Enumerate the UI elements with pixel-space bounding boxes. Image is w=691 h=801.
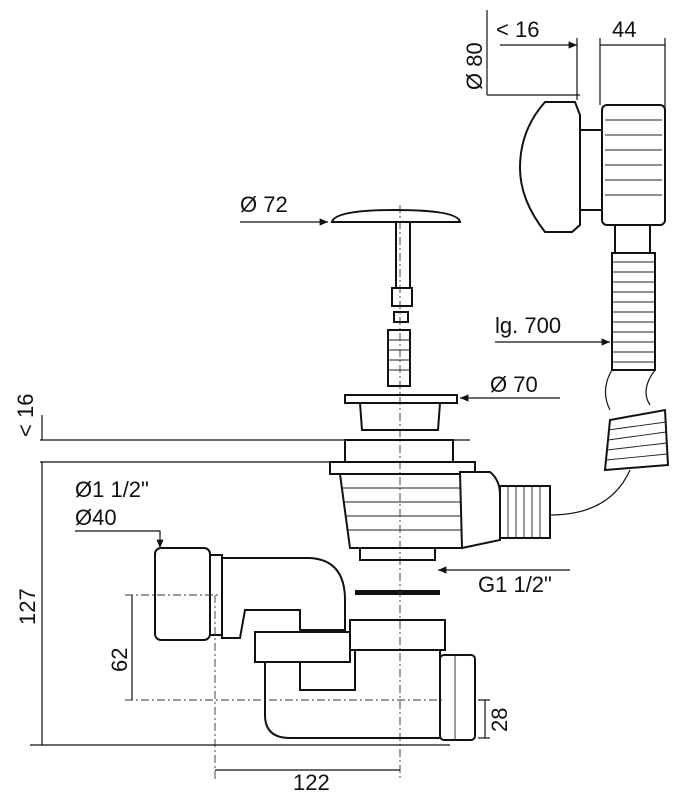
strainer-diameter-label: Ø 70 bbox=[490, 372, 538, 397]
strainer-assembly: Ø 70 bbox=[344, 372, 560, 431]
waste-body bbox=[329, 439, 551, 595]
outlet-mm-label: Ø40 bbox=[75, 505, 117, 530]
overflow-dimensions: Ø 80 < 16 44 bbox=[462, 10, 666, 108]
total-height-label: 127 bbox=[15, 588, 40, 625]
outlet-inch-label: Ø1 1/2" bbox=[75, 477, 149, 502]
plug-diameter-label: Ø 72 bbox=[240, 192, 288, 217]
hose-length-label: lg. 700 bbox=[495, 313, 561, 338]
overflow-diameter-label: Ø 80 bbox=[462, 42, 487, 90]
trap-assembly bbox=[154, 547, 476, 741]
thread-size-label: G1 1/2" bbox=[478, 572, 552, 597]
overflow-depth-label: < 16 bbox=[496, 17, 539, 42]
trap-base-label: 28 bbox=[487, 708, 512, 732]
plug-assembly: Ø 72 bbox=[240, 192, 462, 387]
overflow-assembly bbox=[518, 101, 670, 516]
flange-height-label: < 16 bbox=[13, 394, 38, 437]
outlet-height-label: 62 bbox=[107, 648, 132, 672]
offset-label: 122 bbox=[293, 770, 330, 795]
overflow-width-label: 44 bbox=[612, 17, 636, 42]
